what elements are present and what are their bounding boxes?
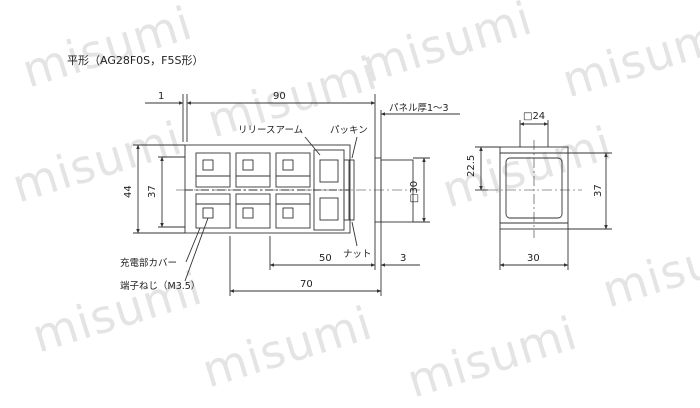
label-panel-thickness: パネル厚1～3 (389, 103, 449, 114)
front-view (475, 120, 612, 270)
dim-front-right: 37 (593, 184, 604, 197)
dim-front-top: □24 (523, 111, 545, 122)
leader-screw (184, 217, 209, 282)
dim-top-small: 1 (158, 91, 164, 102)
dim-bottom-right: 3 (400, 253, 406, 264)
contact-block (195, 152, 231, 188)
dim-height-inner: 37 (147, 185, 158, 198)
operator-head (380, 159, 414, 223)
leader-nut (351, 221, 358, 247)
contact-block (275, 193, 311, 229)
release-arm (319, 159, 339, 183)
label-release-arm: リリースアーム (238, 125, 303, 136)
release-arm (319, 197, 339, 221)
terminal-screw (242, 207, 254, 219)
contact-block (195, 193, 231, 229)
label-nut: ナット (343, 249, 372, 260)
contact-block (275, 152, 311, 188)
terminal-screw (282, 159, 294, 171)
dim-diameter: □30 (409, 181, 420, 203)
terminal-screw (242, 159, 254, 171)
contact-block (235, 152, 271, 188)
terminal-screw (202, 159, 214, 171)
contact-block (235, 193, 271, 229)
dim-bottom-short: 50 (319, 253, 332, 264)
dim-height-outer: 44 (123, 185, 134, 198)
dim-top-total: 90 (273, 91, 286, 102)
label-terminal-screw: 端子ねじ（M3.5） (120, 280, 200, 292)
dim-bottom-long: 70 (300, 279, 313, 290)
leader-cover (185, 227, 201, 263)
label-packing: パッキン (330, 125, 368, 136)
label-cover: 充電部カバー (120, 257, 177, 269)
leader-packing (351, 136, 358, 159)
dim-front-left: 22.5 (466, 155, 477, 177)
side-view (133, 94, 460, 296)
drawing-title: 平形（AG28F0S，F5S形） (67, 54, 203, 67)
switch-body (184, 144, 351, 234)
leader-release-arm (304, 136, 321, 156)
terminal-screw (282, 207, 294, 219)
terminal-screw (202, 207, 214, 219)
dim-front-bottom: 30 (527, 253, 540, 264)
